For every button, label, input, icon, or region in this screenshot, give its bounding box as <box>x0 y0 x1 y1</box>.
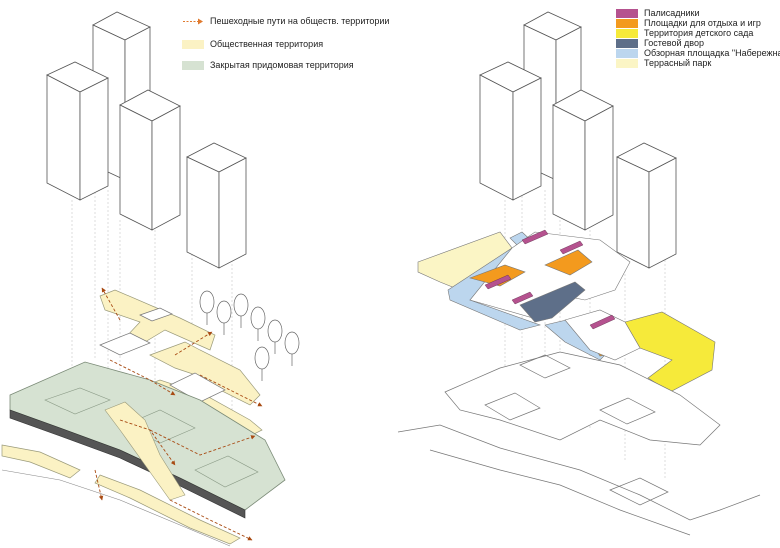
legend-label: Площадки для отдыха и игр <box>644 18 761 28</box>
play-areas-swatch <box>616 19 638 28</box>
tower-r3 <box>552 89 614 231</box>
ground-plan-right <box>444 351 721 446</box>
guest-court-swatch <box>616 39 638 48</box>
legend-label: Территория детского сада <box>644 28 754 38</box>
front-gardens-swatch <box>616 9 638 18</box>
terrace-park-swatch <box>616 59 638 68</box>
private-territory-swatch <box>182 61 204 70</box>
tower-r4 <box>616 142 677 269</box>
legend-label: Обзорная площадка "Набережная" <box>644 48 780 58</box>
left-diagram <box>1 11 300 547</box>
legend-label: Палисадники <box>644 8 700 18</box>
right-diagram <box>397 11 761 536</box>
right-legend: Палисадники Площадки для отдыха и игр Те… <box>616 8 780 72</box>
public-territory-swatch <box>182 40 204 49</box>
observation-deck-swatch <box>616 49 638 58</box>
kindergarten-swatch <box>616 29 638 38</box>
tower-3 <box>119 89 181 231</box>
ground-outline <box>1 469 231 547</box>
legend-label: Террасный парк <box>644 58 712 68</box>
tower-4 <box>186 142 247 269</box>
legend-label: Гостевой двор <box>644 38 704 48</box>
tower-r2 <box>479 61 542 201</box>
public-territory-ground <box>1 444 241 545</box>
private-courtyard <box>9 361 286 519</box>
legend-label: Пешеходные пути на обществ. территории <box>210 16 390 26</box>
zoning-plan <box>417 229 716 393</box>
path-arrow-icon <box>183 18 203 25</box>
plot-outlines <box>99 307 226 403</box>
legend-label: Закрытая придомовая территория <box>210 60 354 70</box>
trees <box>199 290 300 381</box>
legend-label: Общественная территория <box>210 39 324 49</box>
tower-2 <box>46 61 109 201</box>
left-legend: Пешеходные пути на обществ. территории О… <box>182 16 389 76</box>
ground-outline-right <box>397 424 761 536</box>
pedestrian-paths <box>94 287 263 541</box>
